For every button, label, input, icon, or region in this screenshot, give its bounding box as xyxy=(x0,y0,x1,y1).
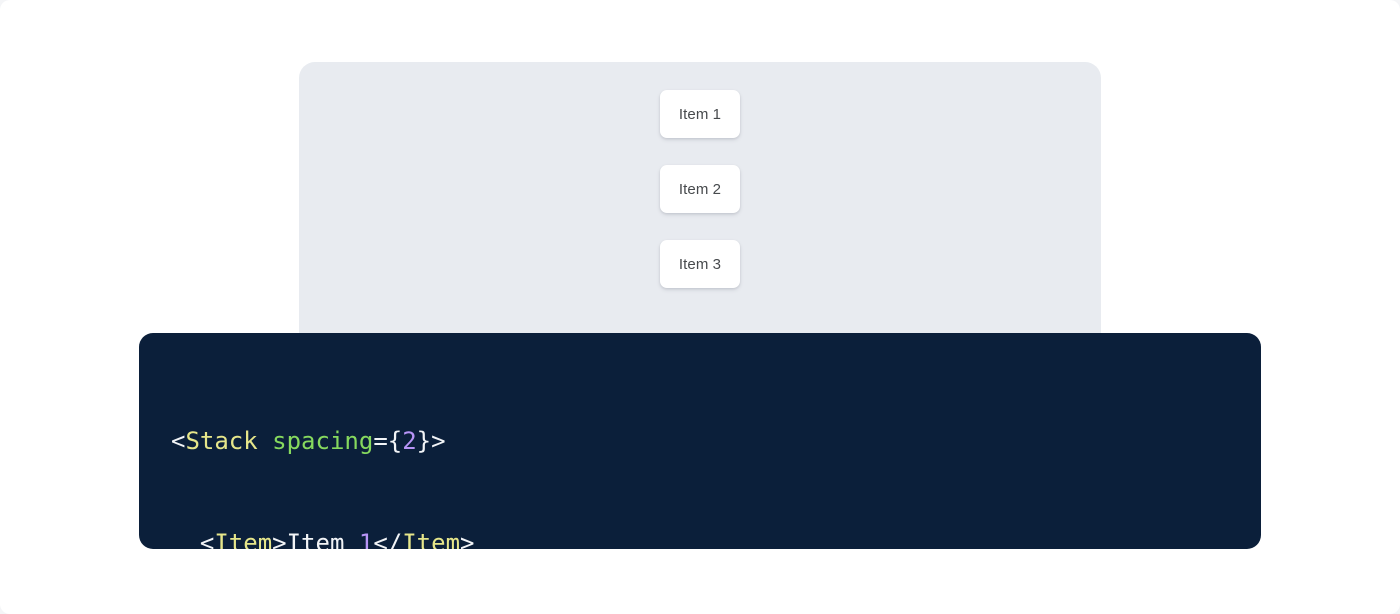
code-token-num: 1 xyxy=(358,529,374,549)
code-token-tag: Stack xyxy=(185,427,258,455)
code-token-punct: > xyxy=(460,529,475,549)
code-block[interactable]: <Stack spacing={2}> <Item>Item 1</Item> … xyxy=(139,333,1261,549)
code-token-punct: < xyxy=(171,427,186,455)
code-line: <Item>Item 1</Item> xyxy=(171,526,1229,549)
code-line: <Stack spacing={2}> xyxy=(171,424,1229,458)
code-token-tag: Item xyxy=(402,529,461,549)
stack-item[interactable]: Item 2 xyxy=(660,165,740,213)
code-token-tag: Item xyxy=(214,529,273,549)
code-token-punct: }> xyxy=(416,427,446,455)
stack-item[interactable]: Item 1 xyxy=(660,90,740,138)
code-token-punct xyxy=(258,427,272,455)
code-token-attr: spacing xyxy=(272,427,374,455)
code-token-punct: ={ xyxy=(373,427,403,455)
code-token-punct: </ xyxy=(373,529,403,549)
stack-preview-panel: Item 1 Item 2 Item 3 xyxy=(299,62,1101,352)
code-token-punct: > xyxy=(272,529,287,549)
stack-container: Item 1 Item 2 Item 3 xyxy=(660,90,740,288)
stack-item[interactable]: Item 3 xyxy=(660,240,740,288)
code-token-text: Item xyxy=(286,529,359,549)
code-token-num: 2 xyxy=(402,427,417,455)
code-token-punct: < xyxy=(171,529,215,549)
